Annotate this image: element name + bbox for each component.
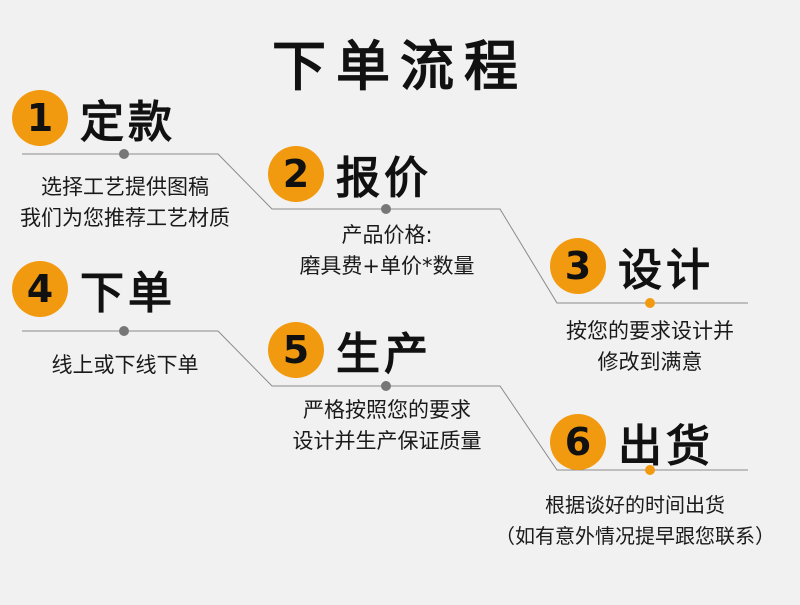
step-4-dot xyxy=(119,326,129,336)
step-5-description: 严格按照您的要求 设计并生产保证质量 xyxy=(262,395,512,457)
step-1-header: 1 定款 xyxy=(12,88,176,148)
step-6-header: 6 出货 xyxy=(550,412,714,472)
step-5-header: 5 生产 xyxy=(268,320,432,380)
step-5-number-badge: 5 xyxy=(268,322,324,378)
step-6-line-2: （如有意外情况提早跟您联系） xyxy=(495,524,775,548)
step-1-title: 定款 xyxy=(80,97,176,148)
step-5-dot xyxy=(381,381,391,391)
step-3-number-badge: 3 xyxy=(550,238,606,294)
step-2-header: 2 报价 xyxy=(268,144,432,204)
step-3-dot xyxy=(645,298,655,308)
step-5-title: 生产 xyxy=(336,329,432,380)
step-4-line-1: 线上或下线下单 xyxy=(51,353,199,377)
step-3-description: 按您的要求设计并 修改到满意 xyxy=(540,316,760,378)
step-2-number-badge: 2 xyxy=(268,146,324,202)
step-1-line-1: 选择工艺提供图稿 xyxy=(41,175,209,199)
step-1-line-2: 我们为您推荐工艺材质 xyxy=(20,206,230,230)
step-6-line-1: 根据谈好的时间出货 xyxy=(545,493,725,517)
step-2-description: 产品价格: 磨具费+单价*数量 xyxy=(262,220,512,282)
page-title: 下单流程 xyxy=(272,34,528,98)
step-6-number-badge: 6 xyxy=(550,414,606,470)
step-1-description: 选择工艺提供图稿 我们为您推荐工艺材质 xyxy=(0,172,250,234)
step-3-header: 3 设计 xyxy=(550,236,714,296)
step-6-dot xyxy=(645,465,655,475)
step-4-description: 线上或下线下单 xyxy=(0,350,250,381)
step-5-line-2: 设计并生产保证质量 xyxy=(292,429,482,453)
step-1-number-badge: 1 xyxy=(12,90,68,146)
step-2-dot xyxy=(381,204,391,214)
step-3-line-2: 修改到满意 xyxy=(597,350,703,374)
step-6-title: 出货 xyxy=(618,421,714,472)
step-1-dot xyxy=(119,149,129,159)
step-2-line-1: 产品价格: xyxy=(341,223,433,247)
step-2-title: 报价 xyxy=(336,153,432,204)
step-4-header: 4 下单 xyxy=(12,259,176,319)
step-4-number-badge: 4 xyxy=(12,261,68,317)
step-6-description: 根据谈好的时间出货 （如有意外情况提早跟您联系） xyxy=(470,490,800,552)
step-4-title: 下单 xyxy=(80,268,176,319)
step-2-line-2: 磨具费+单价*数量 xyxy=(299,254,475,278)
step-3-line-1: 按您的要求设计并 xyxy=(566,319,734,343)
step-3-title: 设计 xyxy=(618,245,714,296)
step-5-line-1: 严格按照您的要求 xyxy=(303,398,471,422)
